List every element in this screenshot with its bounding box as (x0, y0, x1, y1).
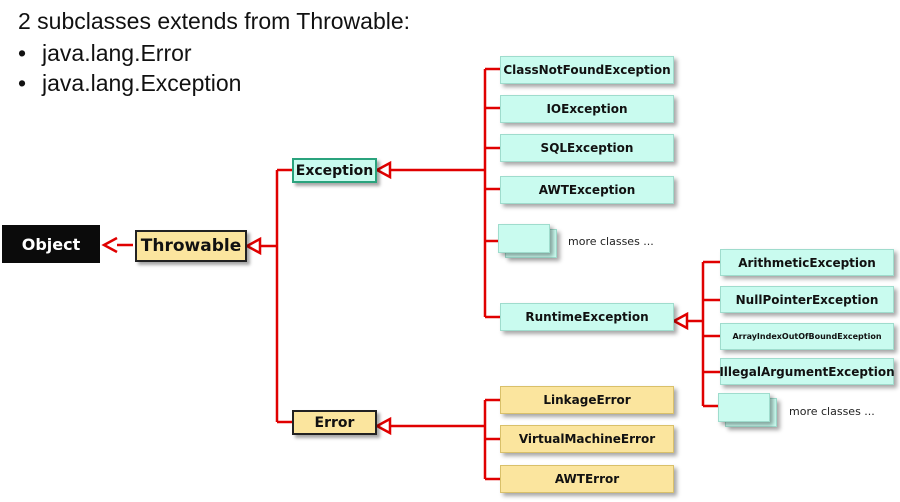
page-title: 2 subclasses extends from Throwable: (18, 8, 411, 34)
linkage-error-node: LinkageError (500, 386, 674, 414)
arithmetic-exception-node: ArithmeticException (720, 249, 894, 276)
null-pointer-exception-node: NullPointerException (720, 286, 894, 313)
virtual-machine-error-node: VirtualMachineError (500, 425, 674, 453)
illegal-argument-exception-node: IllegalArgumentException (719, 358, 895, 385)
object-node: Object (2, 225, 100, 263)
awt-error-node: AWTError (500, 465, 674, 493)
bullet-error: •java.lang.Error (18, 40, 192, 66)
error-node: Error (292, 410, 377, 435)
array-index-exception-node: ArrayIndexOutOfBoundException (720, 323, 894, 350)
more-classes-stack-front (498, 224, 550, 253)
sql-exception-node: SQLException (500, 134, 674, 162)
throwable-node: Throwable (135, 230, 247, 262)
runtime-exception-node: RuntimeException (500, 303, 674, 331)
more-runtime-label: more classes ... (789, 405, 875, 418)
bullet-exception: •java.lang.Exception (18, 70, 242, 96)
exception-node: Exception (292, 158, 377, 183)
more-runtime-stack-front (718, 393, 770, 422)
io-exception-node: IOException (500, 95, 674, 123)
class-not-found-exception-node: ClassNotFoundException (500, 56, 674, 84)
awt-exception-node: AWTException (500, 176, 674, 204)
more-exceptions-label: more classes ... (568, 235, 654, 248)
